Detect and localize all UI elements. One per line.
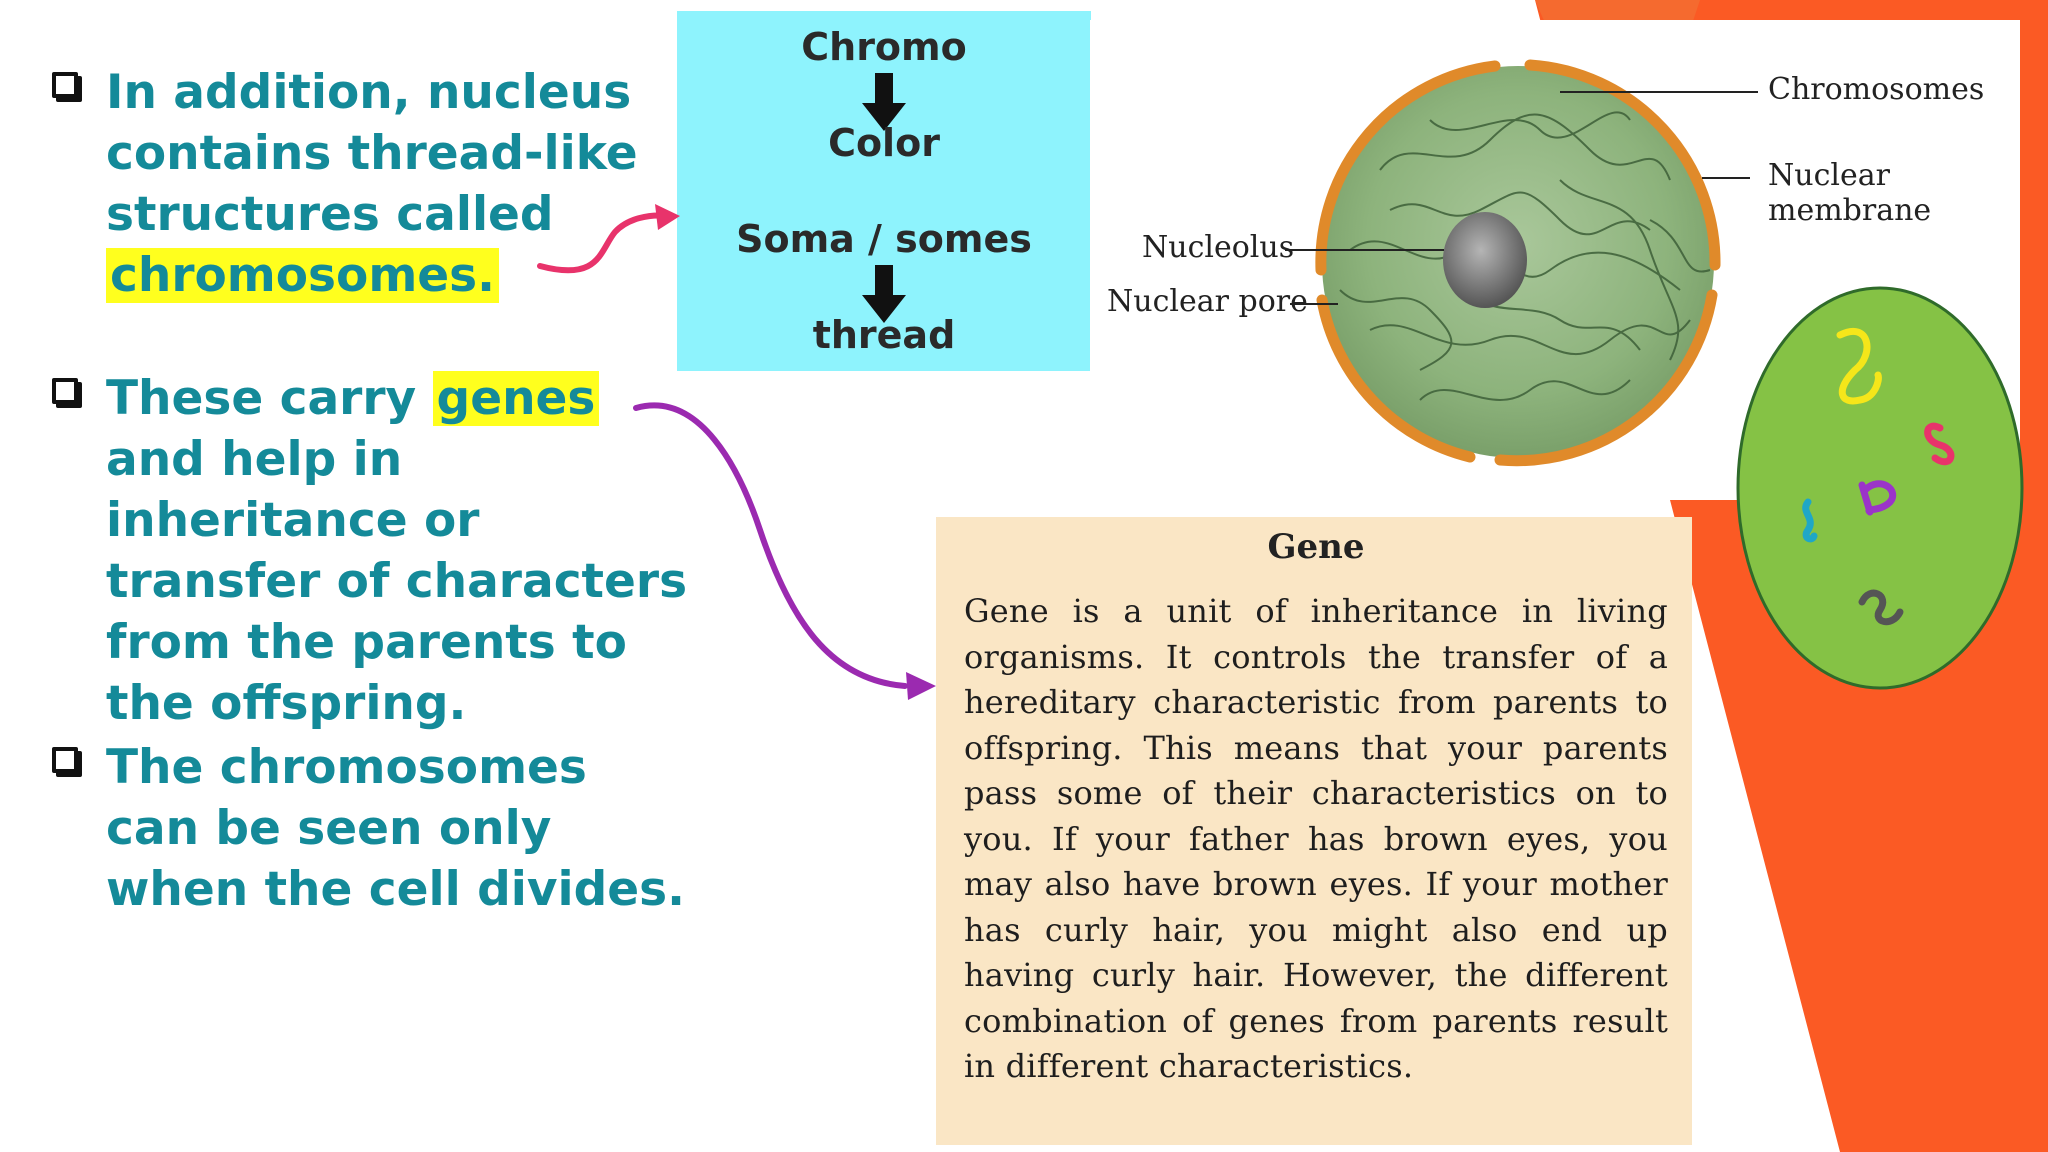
purple-arrow <box>633 402 908 689</box>
label-chromosomes: Chromosomes <box>1768 72 1985 107</box>
gene-card-body: Gene is a unit of inheritance in living … <box>964 592 1668 1085</box>
chromosome-gray <box>1858 589 1904 626</box>
down-arrow-icon <box>862 73 906 131</box>
nucleolus <box>1443 212 1527 308</box>
nuclear-membrane <box>1315 59 1721 467</box>
bullet-text: These carry <box>106 371 433 426</box>
etymology-box: Chromo Color Soma / somes thread <box>677 11 1091 371</box>
etym-chromo: Chromo <box>801 25 967 69</box>
chromosome-pink <box>1924 422 1955 466</box>
label-nucleolus: Nucleolus <box>1142 230 1295 265</box>
checkbox-bullet-icon <box>52 747 78 773</box>
bullet-cell-division: The chromosomes can be seen only when th… <box>52 737 692 920</box>
gene-definition-card: Gene Gene is a unit of inheritance in li… <box>936 517 1692 1145</box>
label-nuclear-membrane: Nuclear membrane <box>1768 158 1932 228</box>
bullet-chromosomes: In addition, nucleus contains thread-lik… <box>52 62 692 306</box>
down-arrow-icon <box>862 265 906 323</box>
etym-thread: thread <box>812 313 956 357</box>
bullet-genes: These carry genes and help in inheritanc… <box>52 368 692 734</box>
nucleus-illustration <box>1285 59 1758 467</box>
cell-outline <box>1736 286 2024 690</box>
gene-card-title: Gene <box>1267 527 1365 567</box>
pink-arrow <box>537 212 671 274</box>
bullet-text: The chromosomes can be seen only when th… <box>106 740 685 917</box>
checkbox-bullet-icon <box>52 72 78 98</box>
purple-arrowhead-icon <box>906 672 936 700</box>
chromosome-purple <box>1858 480 1896 516</box>
chromosome-teal <box>1802 498 1818 543</box>
highlighted-term: genes <box>432 371 600 426</box>
bullet-text: In addition, nucleus contains thread-lik… <box>106 65 638 242</box>
etym-color: Color <box>828 121 940 165</box>
pink-arrowhead-icon <box>655 204 680 230</box>
nucleus-diagram: Chromosomes Nuclear membrane Nucleolus N… <box>1090 20 2020 500</box>
chromosome-yellow <box>1836 327 1882 405</box>
hand-drawn-cell <box>1736 286 2024 690</box>
etym-soma: Soma / somes <box>736 217 1032 261</box>
checkbox-bullet-icon <box>52 378 78 404</box>
highlighted-term: chromosomes. <box>106 248 499 303</box>
label-nuclear-pore: Nuclear pore <box>1107 284 1308 319</box>
